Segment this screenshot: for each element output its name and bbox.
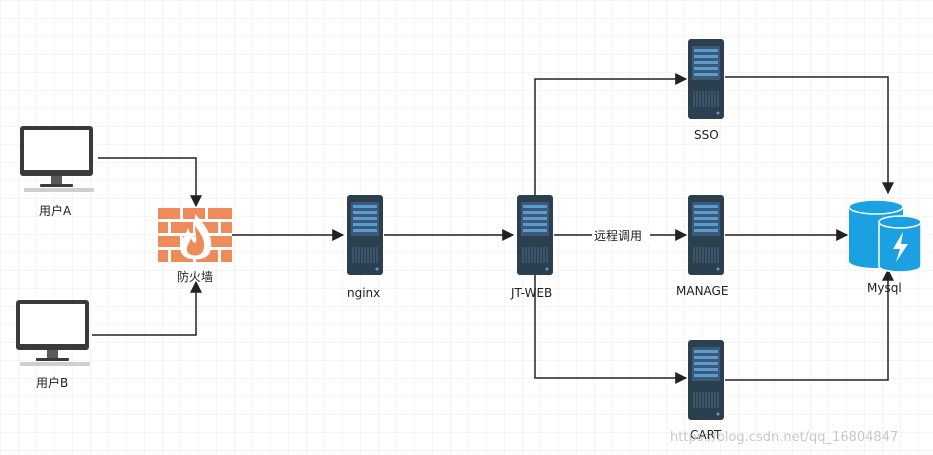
server-icon: [517, 195, 553, 275]
database-icon: [848, 199, 922, 273]
jt-web-node[interactable]: JT-WEB: [510, 195, 553, 300]
edge-jtweb-cart: [534, 275, 688, 384]
firewall-node[interactable]: 防火墙: [158, 208, 232, 284]
edge-jtweb-sso: [534, 73, 688, 195]
sso-label: SSO: [694, 128, 719, 142]
rpc-label-bg: [592, 227, 650, 243]
firewall-icon: [158, 208, 232, 264]
server-icon: [688, 39, 724, 119]
sso-node[interactable]: SSO: [688, 39, 724, 142]
mysql-label: Mysql: [867, 281, 902, 295]
nginx-node[interactable]: nginx: [347, 195, 383, 300]
rpc-label: 远程调用: [594, 228, 642, 243]
manage-node[interactable]: MANAGE: [676, 195, 728, 298]
user-b-node[interactable]: 用户B: [16, 300, 90, 390]
manage-label: MANAGE: [676, 284, 728, 298]
monitor-icon: [20, 126, 94, 192]
user-a-label: 用户A: [39, 203, 72, 218]
edge-cart-mysql: [725, 268, 894, 381]
jt-web-label: JT-WEB: [510, 286, 552, 300]
lightning-icon: [893, 232, 908, 262]
server-icon: [688, 195, 724, 275]
firewall-label: 防火墙: [177, 269, 213, 284]
watermark: https://blog.csdn.net/qq_16804847: [670, 430, 898, 445]
edge-sso-mysql: [725, 76, 894, 195]
nginx-label: nginx: [347, 286, 380, 300]
server-icon: [347, 195, 383, 275]
server-icon: [688, 340, 724, 420]
cart-node[interactable]: CART: [688, 340, 724, 442]
edge-user-b-firewall: [92, 280, 202, 336]
cart-label: CART: [690, 428, 722, 442]
user-b-label: 用户B: [36, 375, 68, 390]
mysql-node[interactable]: Mysql: [848, 199, 922, 295]
monitor-icon: [16, 300, 90, 366]
user-a-node[interactable]: 用户A: [20, 126, 94, 218]
edge-user-a-firewall: [98, 157, 202, 208]
